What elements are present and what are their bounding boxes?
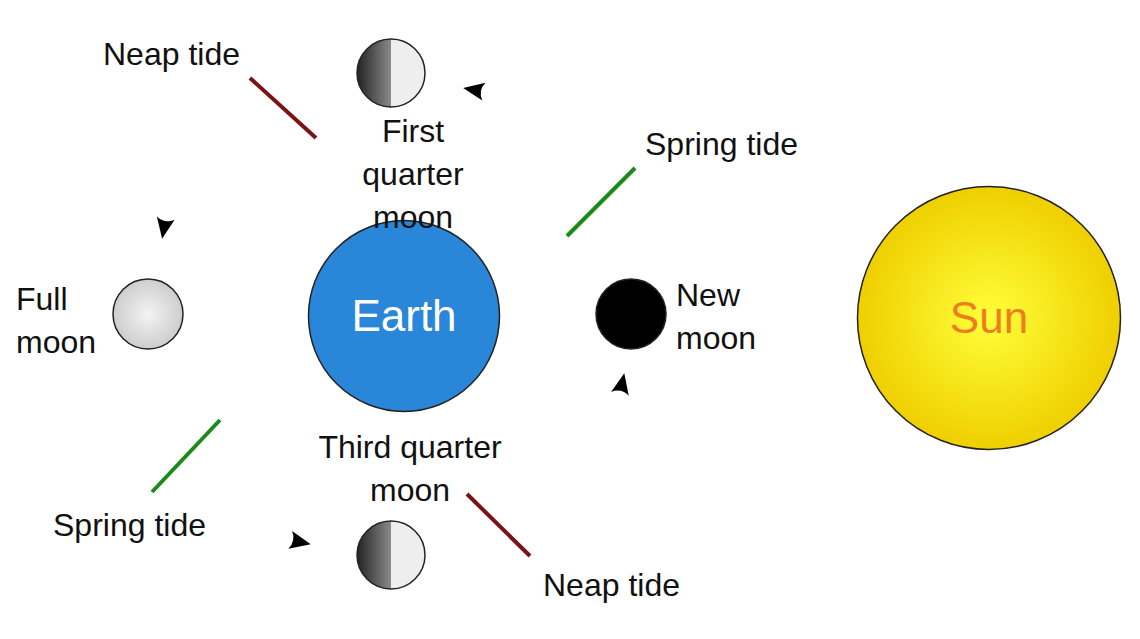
moon-dark-half [357, 521, 391, 589]
tide-label: Neap tide [543, 565, 680, 605]
phase-label: Full moon [16, 278, 108, 364]
spring-leader-line [152, 420, 220, 492]
orbit-arrowhead [153, 217, 174, 241]
phase-label: Third quarter moon [310, 426, 510, 512]
moon-disc [596, 279, 666, 349]
new-moon: New moon [595, 278, 667, 350]
first-quarter-moon: First quarter moon [356, 38, 426, 108]
full-moon: Full moon [112, 278, 184, 350]
earth-disc [309, 221, 500, 412]
moon-outline [357, 39, 425, 107]
orbit-arrowhead [462, 79, 486, 100]
tide-label: Neap tide [103, 34, 240, 74]
phase-label: First quarter moon [328, 110, 498, 239]
body-name: Earth [351, 291, 456, 341]
third-quarter-moon: Third quarter moon [356, 520, 426, 590]
shape-outline [356, 38, 426, 108]
tide-label: Spring tide [645, 124, 798, 164]
shape-outline [356, 520, 426, 590]
tide-label: Spring tide [53, 505, 206, 545]
moon-outline [357, 521, 425, 589]
neap-leader-line [250, 78, 316, 138]
moon-light-half [391, 39, 425, 107]
shape-outline [112, 278, 184, 350]
earth-circle: Earth [307, 219, 501, 413]
orbit-arrowhead [288, 531, 312, 553]
spring-leader-line [567, 168, 635, 236]
phase-label: New moon [676, 274, 796, 360]
moon-dark-half [357, 39, 391, 107]
body-name: Sun [950, 293, 1028, 343]
moon-light-half [391, 521, 425, 589]
text-holder: Sun [856, 185, 1122, 451]
text-holder: Earth [307, 219, 501, 413]
orbit-arrowhead [611, 371, 633, 395]
sun-disc [858, 187, 1121, 450]
moon-disc [113, 279, 183, 349]
shape-outline [595, 278, 667, 350]
sun-circle: Sun [856, 185, 1122, 451]
neap-leader-line [467, 494, 530, 556]
